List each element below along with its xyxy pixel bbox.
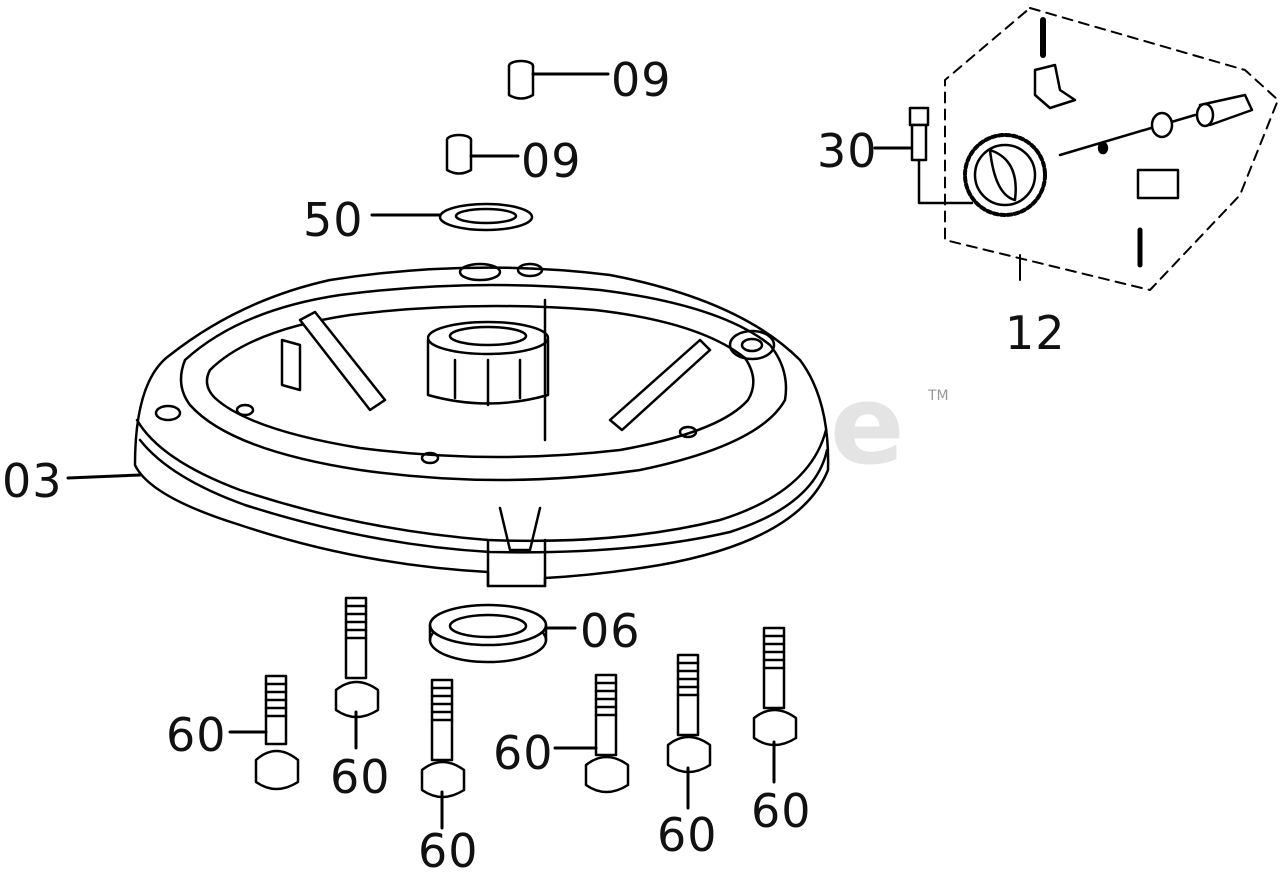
part-09-bushing-lower <box>445 133 520 175</box>
callout-09-upper: 09 <box>611 53 672 107</box>
callout-03: 03 <box>2 454 63 508</box>
part-06-oil-seal <box>428 603 577 664</box>
callout-60-e: 60 <box>657 808 718 862</box>
part-60-bolt-4 <box>553 673 630 794</box>
callout-60-a: 60 <box>166 708 227 762</box>
part-60-bolt-2 <box>334 596 380 750</box>
callout-60-d: 60 <box>493 726 554 780</box>
watermark-trademark: TM <box>928 388 949 404</box>
callout-60-f: 60 <box>751 784 812 838</box>
callout-50: 50 <box>303 193 364 247</box>
part-60-bolt-1 <box>228 674 300 791</box>
part-12-governor-assembly <box>873 7 1279 291</box>
part-03-crankcase-cover <box>66 262 830 588</box>
callout-60-b: 60 <box>330 750 391 804</box>
part-60-bolt-5 <box>666 653 712 810</box>
part-60-bolt-3 <box>420 678 466 830</box>
callout-09-lower: 09 <box>521 134 582 188</box>
callout-60-c: 60 <box>418 824 479 878</box>
callout-12: 12 <box>1005 306 1066 360</box>
part-50-washer <box>370 202 534 232</box>
callout-06: 06 <box>580 604 641 658</box>
part-60-bolt-6 <box>752 626 798 784</box>
callout-30: 30 <box>817 124 878 178</box>
part-09-bushing-upper <box>507 59 610 100</box>
